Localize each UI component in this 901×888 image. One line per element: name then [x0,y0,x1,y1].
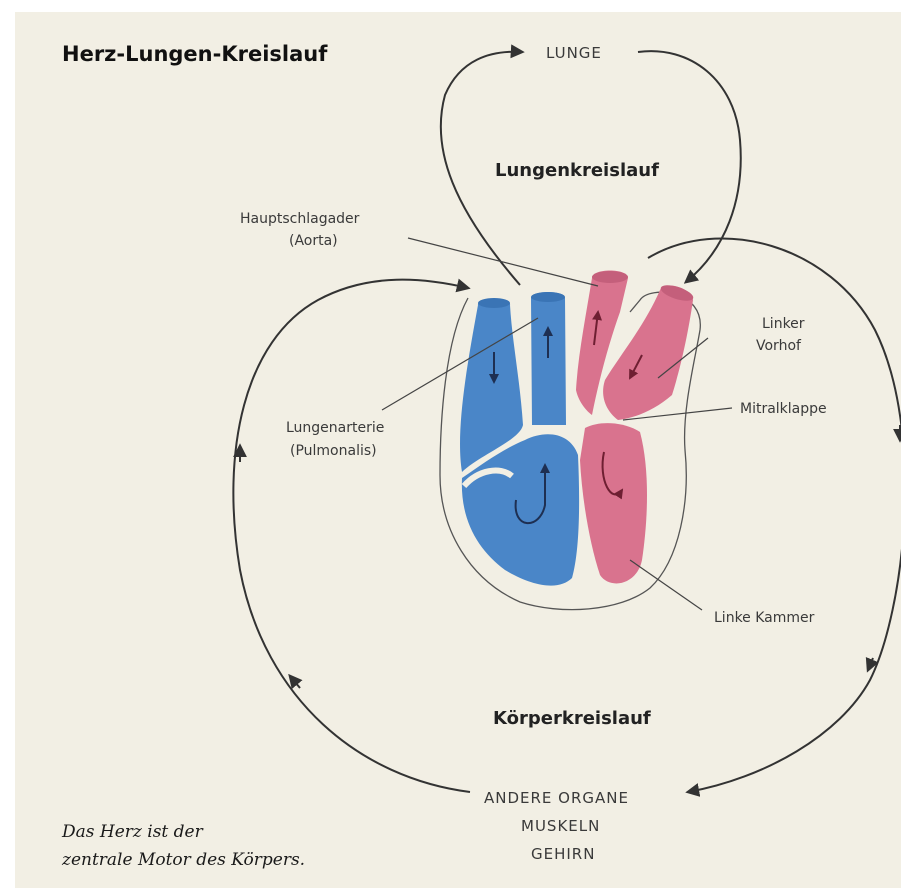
leader-aorta [408,238,598,286]
label-linker-vorhof-line1: Linker [762,316,805,332]
vena-cava-opening [478,298,510,308]
caption: Das Herz ist der zentrale Motor des Körp… [62,818,305,874]
label-lunge: LUNGE [546,44,602,62]
caption-line-2: zentrale Motor des Körpers. [62,846,305,874]
label-mitralklappe: Mitralklappe [740,401,827,417]
label-organe-line2: MUSKELN [521,817,600,835]
left-heart [576,271,695,584]
label-organe-line3: GEHIRN [531,845,595,863]
label-lungenarterie-line2: (Pulmonalis) [290,443,377,459]
label-aorta-line2: (Aorta) [289,233,338,249]
systemic-flow-organs-to-heart [233,280,470,792]
caption-line-1: Das Herz ist der [62,818,305,846]
label-aorta-line1: Hauptschlagader [240,211,360,227]
diagram-title: Herz-Lungen-Kreislauf [62,42,327,66]
aorta-opening [592,271,628,283]
direction-arrow-lower-right [868,658,873,670]
direction-arrow-lower-left [290,676,300,688]
label-lungenkreislauf: Lungenkreislauf [495,160,659,181]
pulmonary-artery [531,292,566,425]
right-heart [460,292,579,586]
label-lungenarterie-line1: Lungenarterie [286,420,384,436]
left-ventricle [580,423,647,583]
pulmonary-artery-opening [531,292,565,302]
label-linke-kammer: Linke Kammer [714,610,815,626]
label-linker-vorhof-line2: Vorhof [756,338,802,354]
label-koerperkreislauf: Körperkreislauf [493,708,651,729]
label-organe-line1: ANDERE ORGANE [484,789,629,807]
